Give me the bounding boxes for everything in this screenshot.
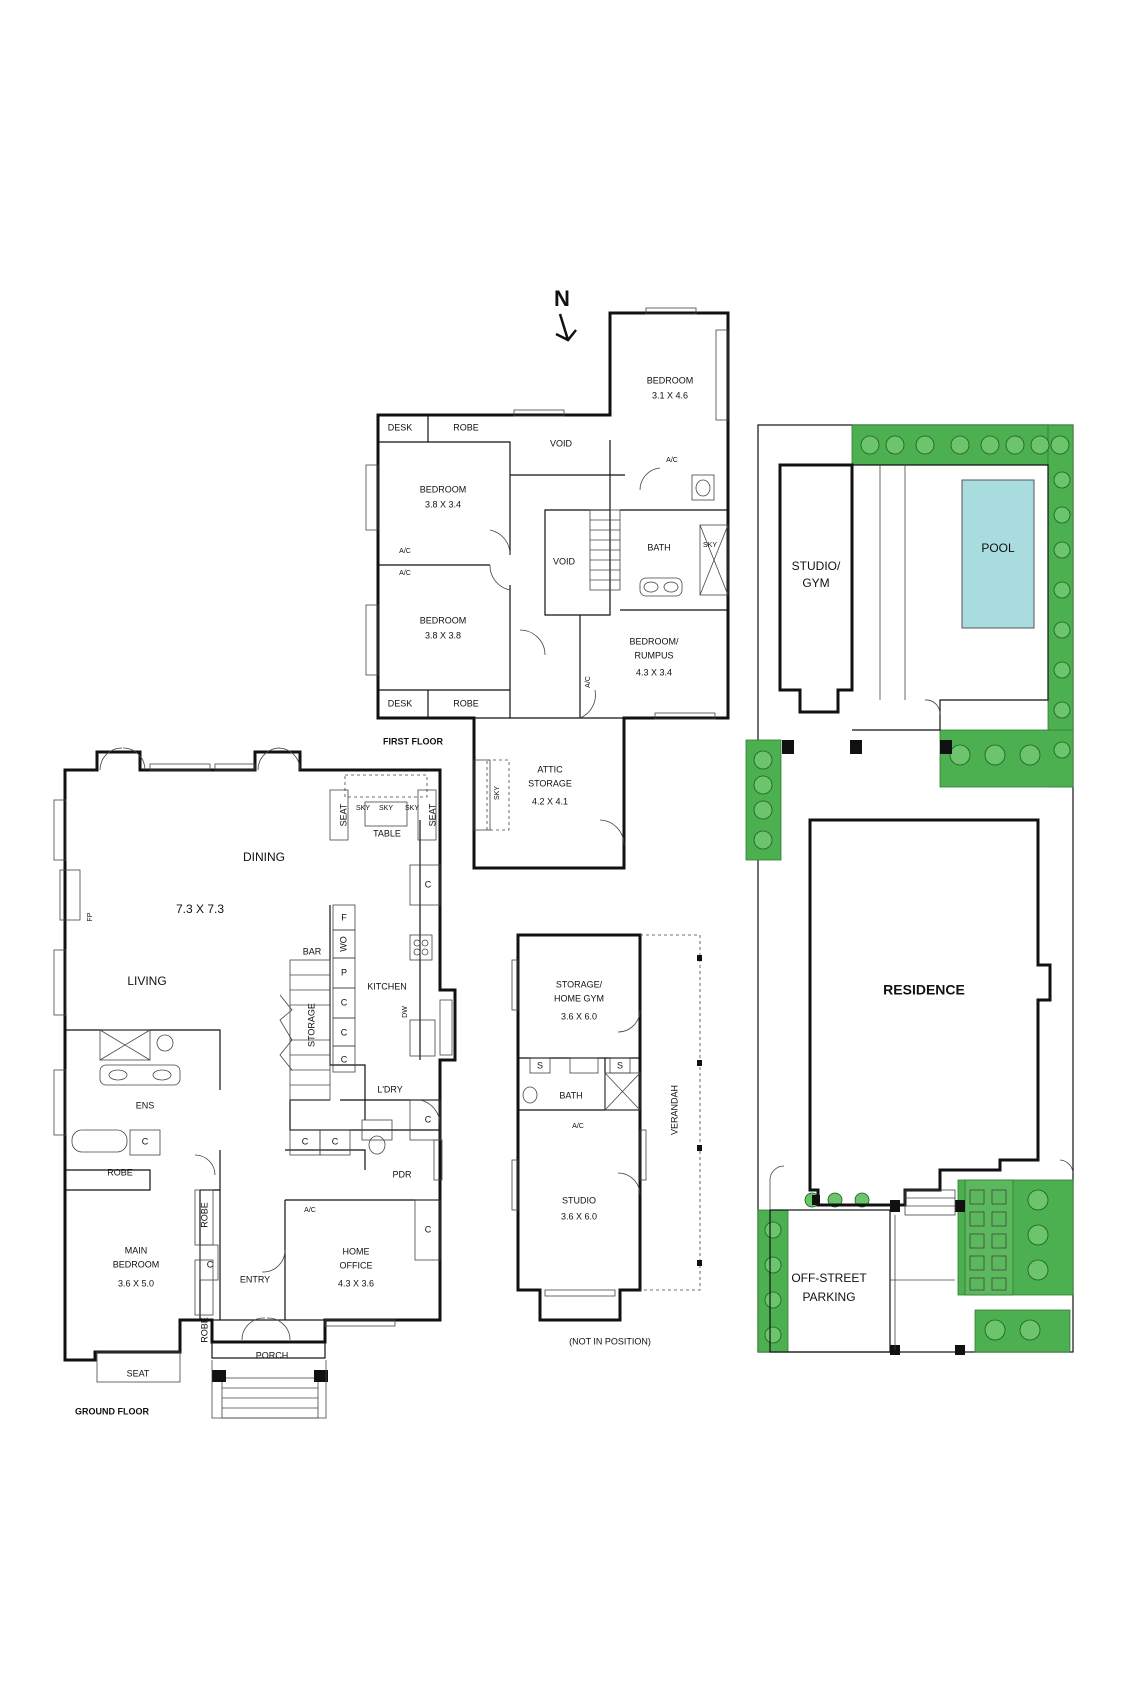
robe-vertical-1-label: ROBE — [199, 1202, 209, 1228]
sky-2-label: SKY — [379, 805, 393, 812]
site-studio-gym-name-1: STUDIO/ — [792, 559, 841, 573]
bedroom-1-dims: 3.8 X 3.4 — [425, 499, 461, 509]
first-floor-label: FIRST FLOOR — [383, 736, 443, 746]
rumpus-dims: 4.3 X 3.4 — [636, 667, 672, 677]
ground-floor-label: GROUND FLOOR — [75, 1406, 149, 1416]
laundry-label: L'DRY — [377, 1084, 403, 1094]
shelf-1-label: S — [537, 1060, 543, 1070]
wall-oven-label: WO — [338, 936, 348, 952]
robe-vertical-2-label: ROBE — [199, 1317, 209, 1343]
shelf-2-label: S — [617, 1060, 623, 1070]
compass: N — [554, 286, 577, 342]
attic-sky-label: SKY — [494, 786, 501, 800]
attic-name-1: ATTIC — [537, 764, 563, 774]
ac-2-label: A/C — [399, 570, 411, 577]
desk-bottom-label: DESK — [388, 698, 413, 708]
table-label: TABLE — [373, 828, 401, 838]
void-mid-label: VOID — [553, 556, 576, 566]
parking-name-2: PARKING — [802, 1290, 855, 1304]
robe-top-label: ROBE — [453, 422, 479, 432]
storage-gym-name-2: HOME GYM — [554, 993, 604, 1003]
ground-floor-stairs — [279, 959, 331, 1101]
pantry-label: P — [341, 967, 347, 977]
bedroom-top-name: BEDROOM — [647, 375, 694, 385]
sky-3-label: SKY — [405, 805, 419, 812]
storage-label: STORAGE — [306, 1003, 316, 1047]
north-arrow-icon — [555, 313, 577, 342]
dining-label: DINING — [243, 850, 285, 864]
rumpus-name-1: BEDROOM/ — [629, 636, 679, 646]
attic-name-2: STORAGE — [528, 778, 572, 788]
cupboard-3-label: C — [341, 1054, 348, 1064]
first-floor-stairs — [589, 509, 621, 591]
home-office-name-1: HOME — [343, 1246, 370, 1256]
outbuilding-plan: STORAGE/ HOME GYM 3.6 X 6.0 S S BATH A/C… — [511, 933, 702, 1346]
ensuite-label: ENS — [136, 1100, 155, 1110]
first-floor-plan: DESK ROBE DESK ROBE BEDROOM 3.1 X 4.6 VO… — [365, 307, 730, 870]
home-office-name-2: OFFICE — [340, 1260, 373, 1270]
living-dims: 7.3 X 7.3 — [176, 902, 224, 916]
home-office-dims: 4.3 X 3.6 — [338, 1278, 374, 1288]
not-in-position-note: (NOT IN POSITION) — [569, 1336, 651, 1346]
cupboard-4-label: C — [425, 879, 432, 889]
cupboard-8-label: C — [332, 1136, 339, 1146]
storage-gym-name-1: STORAGE/ — [556, 979, 603, 989]
cupboard-9-label: C — [142, 1136, 149, 1146]
desk-top-label: DESK — [388, 422, 413, 432]
north-label: N — [554, 286, 570, 311]
dishwasher-label: DW — [402, 1006, 409, 1018]
seat-left-label: SEAT — [338, 803, 348, 826]
verandah-label: VERANDAH — [669, 1085, 679, 1135]
seat-right-label: SEAT — [427, 803, 437, 826]
bath-label: BATH — [647, 542, 670, 552]
cupboard-1-label: C — [341, 997, 348, 1007]
bedroom-2-name: BEDROOM — [420, 615, 467, 625]
site-studio-gym-name-2: GYM — [802, 576, 829, 590]
studio-name: STUDIO — [562, 1195, 596, 1205]
studio-dims: 3.6 X 6.0 — [561, 1211, 597, 1221]
entry-label: ENTRY — [240, 1274, 270, 1284]
main-bedroom-dims: 3.6 X 5.0 — [118, 1278, 154, 1288]
ac-4-label: A/C — [585, 676, 592, 688]
fp-label: FP — [87, 912, 94, 921]
robe-bottom-label: ROBE — [453, 698, 479, 708]
pool-label: POOL — [981, 541, 1015, 555]
main-bedroom-name-2: BEDROOM — [113, 1259, 160, 1269]
rumpus-name-2: RUMPUS — [634, 650, 673, 660]
residence-label: RESIDENCE — [883, 982, 965, 998]
attic-dims: 4.2 X 4.1 — [532, 796, 568, 806]
storage-gym-dims: 3.6 X 6.0 — [561, 1011, 597, 1021]
bedroom-2-dims: 3.8 X 3.8 — [425, 630, 461, 640]
cupboard-2-label: C — [341, 1027, 348, 1037]
seat-bottom-label: SEAT — [127, 1368, 150, 1378]
main-bedroom-name-1: MAIN — [125, 1245, 148, 1255]
cupboard-7-label: C — [302, 1136, 309, 1146]
fridge-label: F — [341, 912, 347, 922]
robe-ensuite-label: ROBE — [107, 1167, 133, 1177]
ground-floor-plan: DINING 7.3 X 7.3 LIVING FP SEAT SEAT SKY… — [53, 747, 457, 1419]
site-plan: STUDIO/ GYM POOL RESIDENCE OFF-STREET PA… — [745, 424, 1074, 1355]
outbuilding-bath-label: BATH — [559, 1090, 582, 1100]
living-label: LIVING — [127, 974, 166, 988]
void-top-label: VOID — [550, 438, 573, 448]
sky-1-label: SKY — [356, 805, 370, 812]
porch-label: PORCH — [256, 1350, 289, 1360]
ac-3-label: A/C — [666, 457, 678, 464]
garden-grid — [964, 1179, 1014, 1296]
cupboard-10-label: C — [207, 1259, 214, 1269]
cupboard-6-label: C — [425, 1224, 432, 1234]
home-office-ac-label: A/C — [304, 1207, 316, 1214]
powder-room-label: PDR — [392, 1169, 412, 1179]
bar-label: BAR — [303, 946, 322, 956]
ac-1-label: A/C — [399, 548, 411, 555]
cupboard-5-label: C — [425, 1114, 432, 1124]
outbuilding-ac-label: A/C — [572, 1123, 584, 1130]
kitchen-label: KITCHEN — [367, 981, 407, 991]
bedroom-1-name: BEDROOM — [420, 484, 467, 494]
sky-label: SKY — [703, 542, 717, 549]
parking-name-1: OFF-STREET — [791, 1271, 867, 1285]
bedroom-top-dims: 3.1 X 4.6 — [652, 390, 688, 400]
